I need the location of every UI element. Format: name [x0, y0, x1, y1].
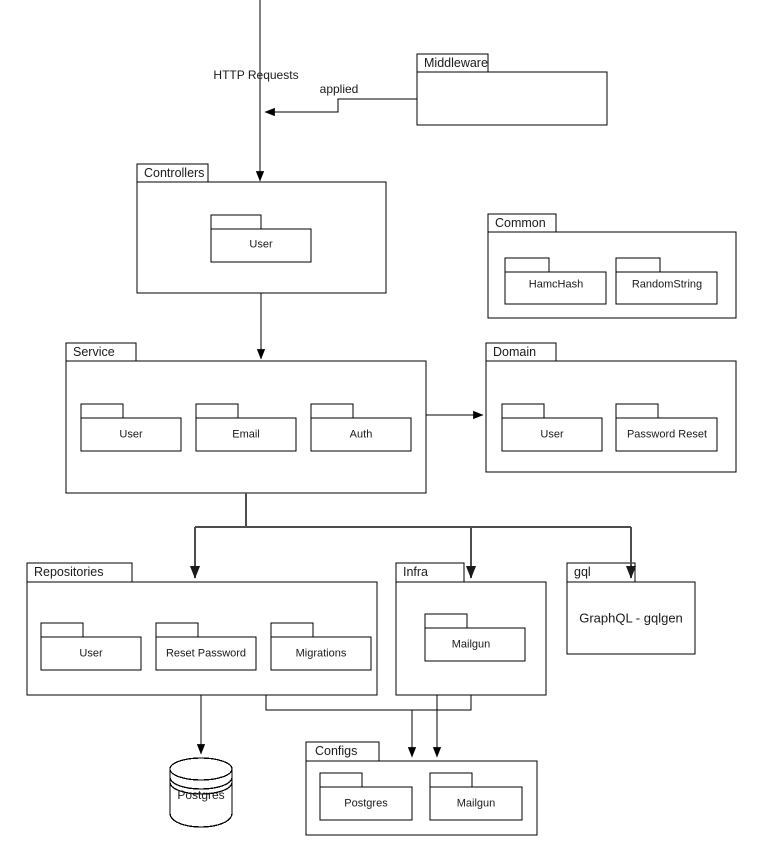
postgres-datastore-shape [169, 757, 233, 828]
group-configs [305, 741, 538, 836]
connector-repositories-to-configs-postgres [265, 695, 417, 758]
group-middleware [416, 53, 608, 126]
group-common [487, 213, 737, 319]
group-controllers [136, 163, 387, 294]
group-domain [485, 342, 737, 473]
group-infra [395, 562, 547, 696]
connector-middleware-applied [264, 98, 417, 117]
group-repositories [26, 562, 378, 696]
group-service [65, 342, 427, 494]
connector-infra-right-branch [346, 695, 472, 711]
